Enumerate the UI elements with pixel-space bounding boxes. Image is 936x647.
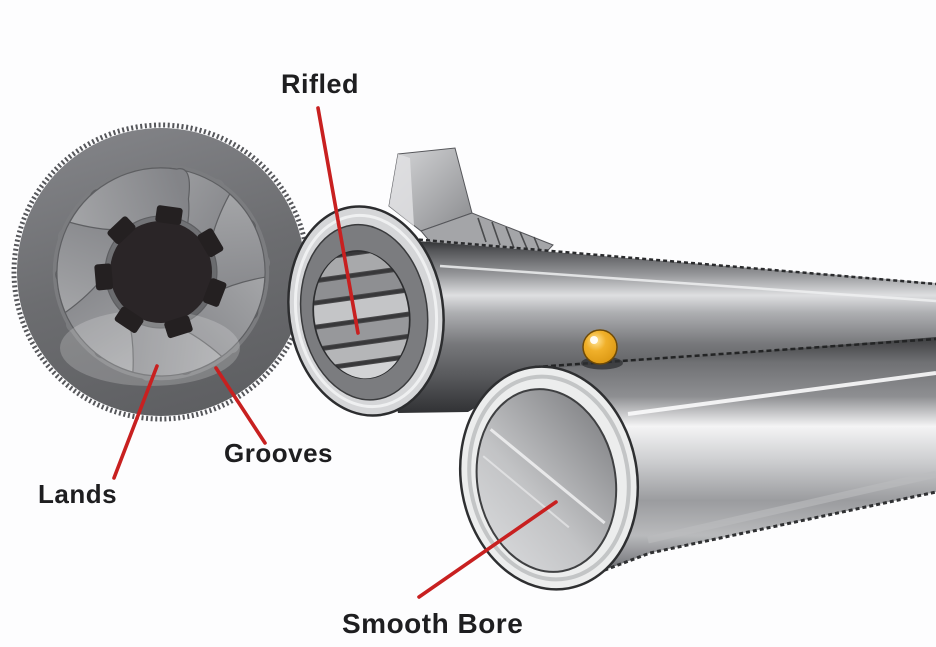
leader-line-lands [112, 364, 159, 480]
leader-line-grooves [214, 366, 267, 445]
bead-sight [581, 329, 623, 370]
rifled-cross-section-disc [11, 122, 311, 422]
label-lands: Lands [38, 479, 117, 509]
leader-line-rifled [316, 106, 360, 335]
smooth-bore-lower-band [647, 470, 936, 544]
label-rifled: Rifled [281, 69, 359, 99]
bore-reflection-2 [482, 455, 570, 529]
smooth-bore-glint [627, 371, 936, 416]
leader-line-smooth-bore [417, 500, 558, 599]
leader-lines [112, 106, 558, 599]
rifled-barrel-glint [439, 264, 936, 303]
rifling-grooves-muzzle [306, 246, 417, 385]
disc-bottom-highlight [60, 310, 240, 386]
label-smooth-bore: Smooth Bore [342, 608, 523, 639]
bore-reflection [489, 428, 606, 525]
rifled-barrel [287, 147, 936, 417]
bead-ball [582, 329, 618, 365]
rifled-barrel-top-serration [411, 237, 936, 286]
bore-hole [110, 221, 212, 323]
smooth-bore-barrel [458, 329, 936, 591]
label-grooves: Grooves [224, 438, 333, 468]
rifled-muzzle [287, 205, 445, 417]
bead-specular [590, 336, 598, 344]
land-notches [94, 205, 227, 339]
smooth-bore-muzzle [458, 365, 640, 591]
